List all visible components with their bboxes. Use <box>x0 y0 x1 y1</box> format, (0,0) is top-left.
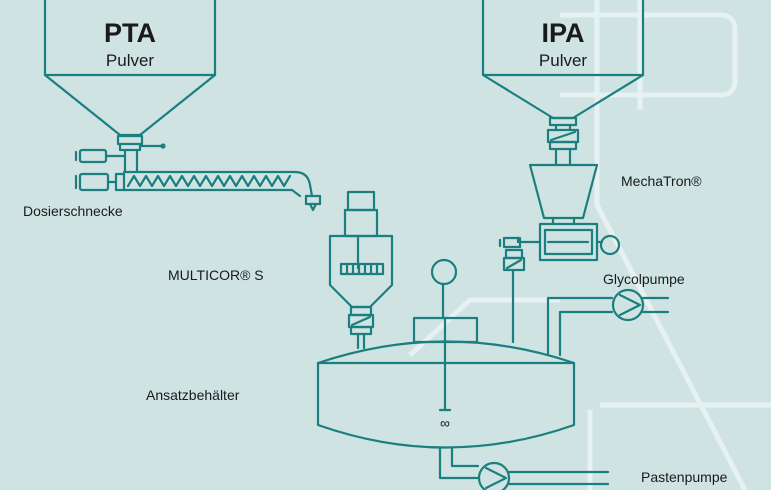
background-structure <box>408 0 771 490</box>
multicor-label: MULTICOR® S <box>168 267 264 283</box>
agitator-symbol: ∞ <box>440 415 450 431</box>
screw-conveyor <box>122 170 322 212</box>
glycol-pump <box>546 288 670 357</box>
paste-pump-label: Pastenpumpe <box>641 469 728 485</box>
multicor-mixer <box>328 190 394 350</box>
mixing-tank-label: Ansatzbehälter <box>146 387 240 403</box>
mechatron-label: MechaTron® <box>621 173 702 189</box>
ipa-silo-title: IPA <box>541 18 584 48</box>
pta-silo-subtitle: Pulver <box>106 51 155 70</box>
paste-pump <box>477 461 610 490</box>
mixing-tank <box>316 258 576 480</box>
dosing-screw-label: Dosierschnecke <box>23 203 123 219</box>
pta-outlet-valves <box>116 134 166 174</box>
dosing-screw-motors <box>74 148 127 192</box>
glycol-pump-label: Glycolpumpe <box>603 271 685 287</box>
pta-silo-title: PTA <box>104 18 156 48</box>
ipa-outlet-valve <box>546 116 580 167</box>
ipa-silo-subtitle: Pulver <box>539 51 588 70</box>
mechatron-feeder <box>498 163 621 344</box>
